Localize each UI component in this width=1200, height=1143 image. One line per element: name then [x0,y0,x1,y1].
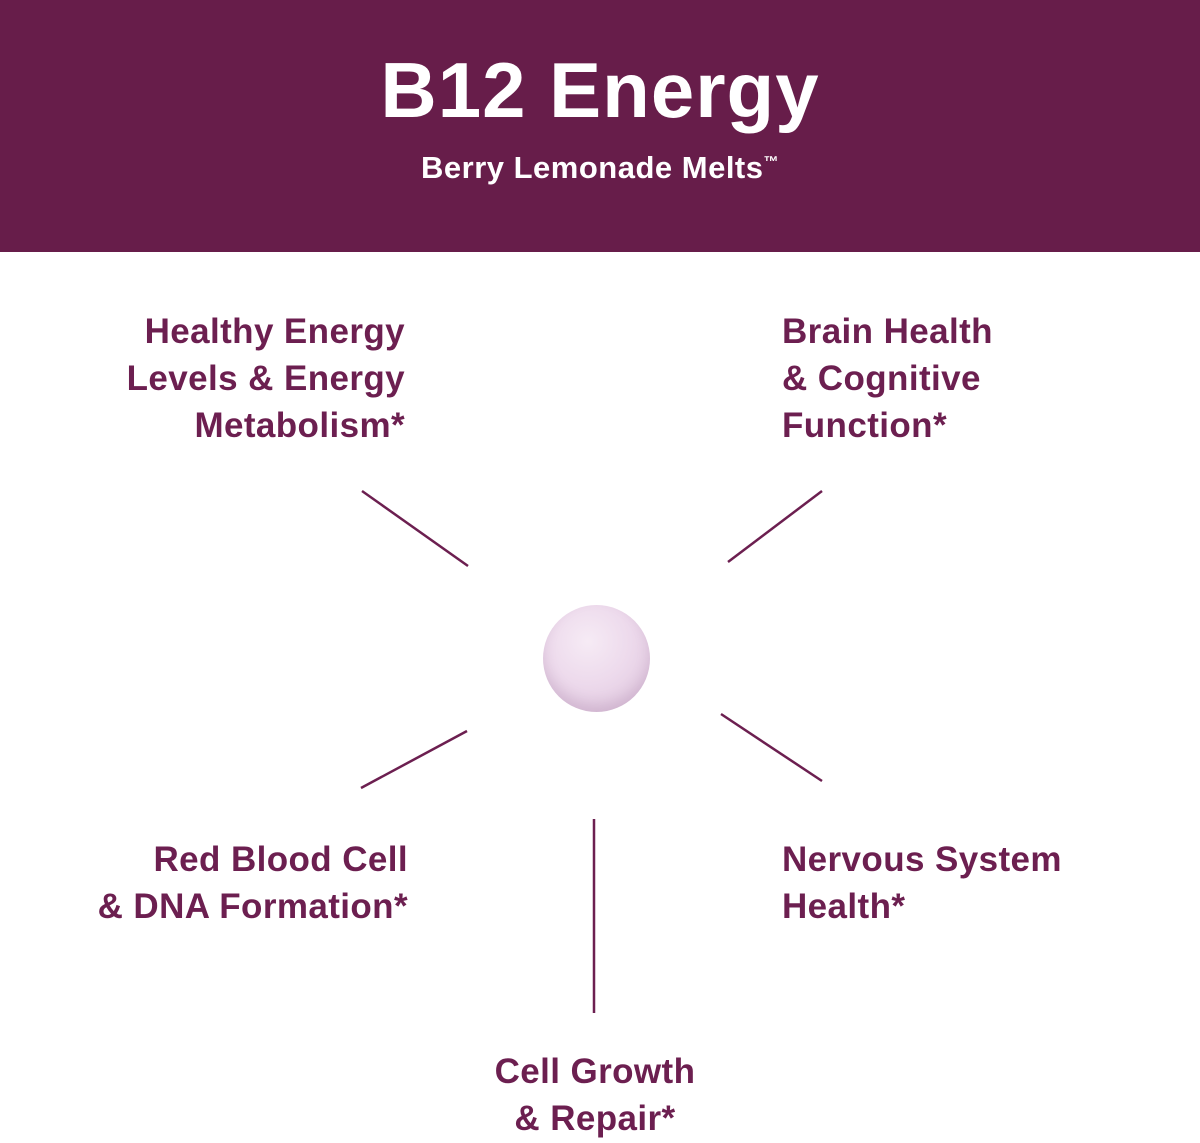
benefit-brain-health: Brain Health & Cognitive Function* [782,308,1142,449]
benefit-line: & Cognitive [782,359,981,398]
benefit-line: Health* [782,887,906,926]
header-banner: B12 Energy Berry Lemonade Melts™ [0,0,1200,252]
benefit-line: Levels & Energy [126,359,405,398]
benefit-line: Metabolism* [194,406,405,445]
trademark-symbol: ™ [763,153,779,171]
connector-line-bottom-left [360,729,468,790]
benefit-line: & DNA Formation* [97,887,408,926]
benefit-line: Healthy Energy [144,312,405,351]
benefit-energy-metabolism: Healthy Energy Levels & Energy Metabolis… [40,308,405,449]
benefit-red-blood-cell: Red Blood Cell & DNA Formation* [20,836,408,930]
benefit-nervous-system: Nervous System Health* [782,836,1162,930]
tablet-illustration [543,605,650,712]
benefit-line: & Repair* [514,1099,676,1138]
connector-line-top-right [727,490,823,563]
benefit-line: Red Blood Cell [153,840,408,879]
benefit-line: Cell Growth [494,1052,696,1091]
benefit-line: Brain Health [782,312,993,351]
connector-line-top-left [361,489,469,568]
product-subtitle: Berry Lemonade Melts™ [421,150,779,186]
benefit-cell-growth: Cell Growth & Repair* [395,1048,795,1142]
product-title: B12 Energy [380,46,820,134]
benefit-line: Nervous System [782,840,1062,879]
product-subtitle-text: Berry Lemonade Melts [421,149,764,185]
connector-line-bottom-right [720,712,823,783]
benefit-line: Function* [782,406,947,445]
